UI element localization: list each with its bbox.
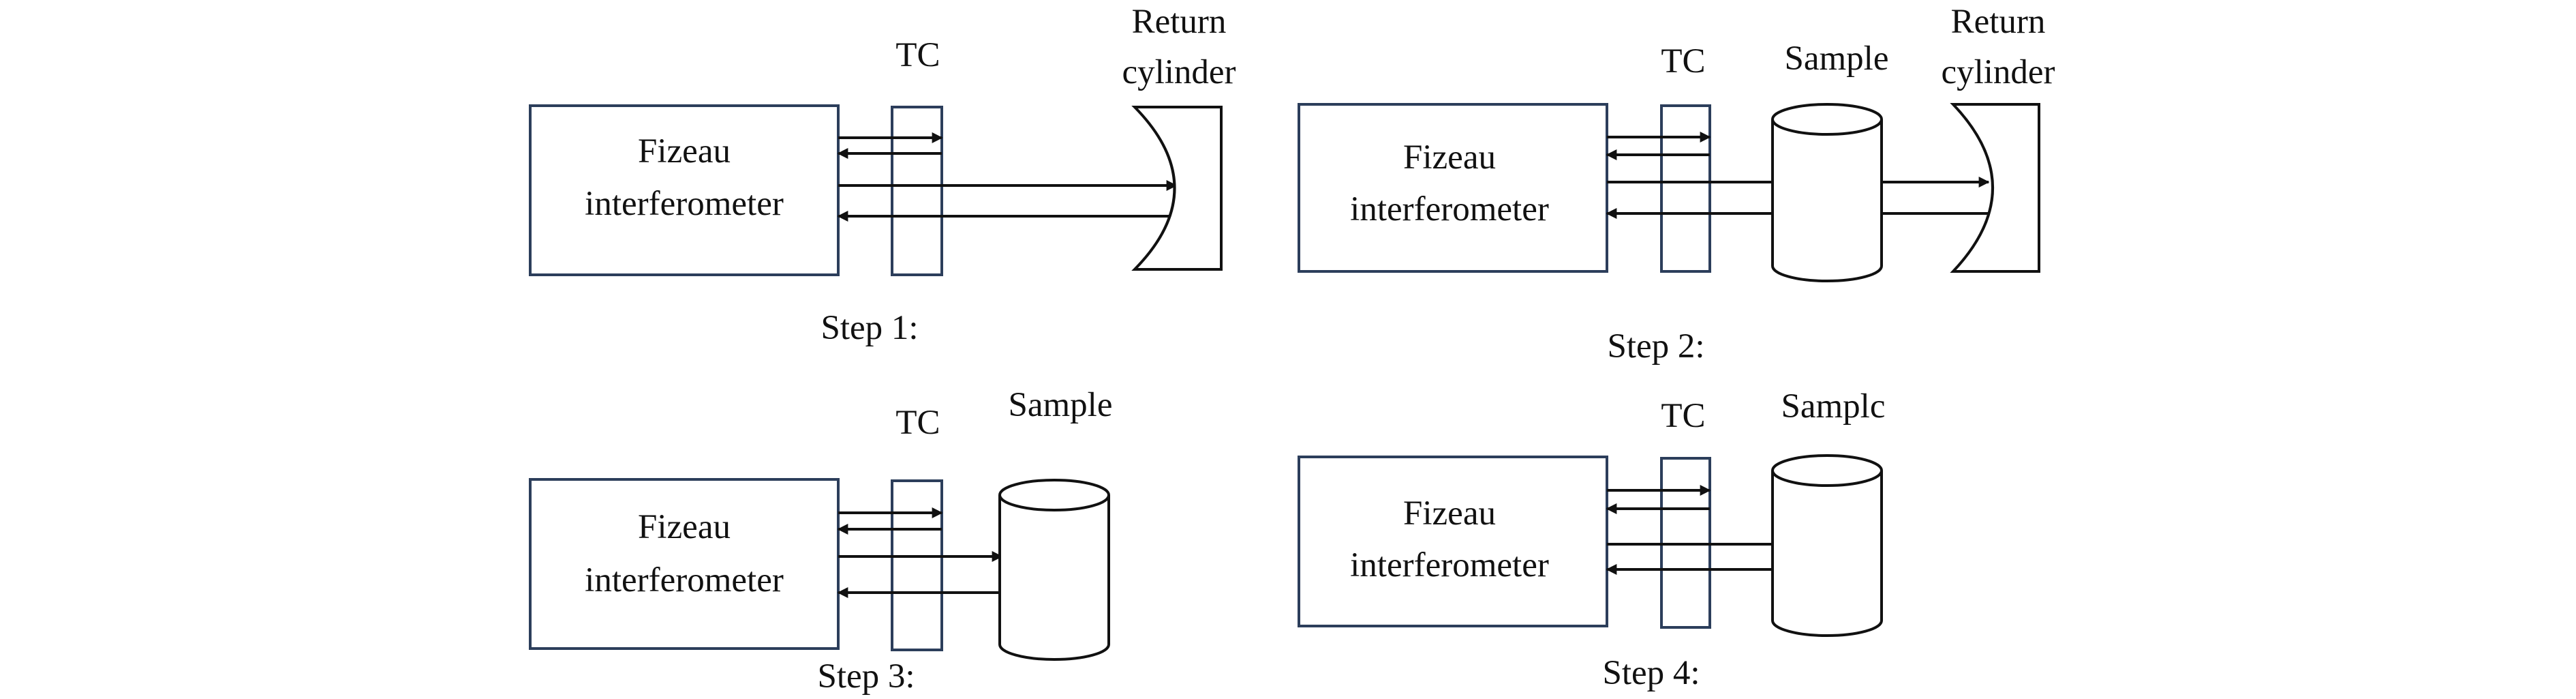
step-4-caption: Step 4: <box>1602 654 1700 692</box>
step-4-panel: Fizeau interferometer TC Samplc Step 4: <box>1298 387 1886 692</box>
interferometer-label-line1: Fizeau <box>638 508 731 546</box>
sample-cylinder <box>1771 454 1883 637</box>
tc-label: TC <box>1661 42 1705 80</box>
step-1-panel: Fizeau interferometer TC Return cylinder… <box>529 3 1236 347</box>
return-cylinder-label-line2: cylinder <box>1941 53 2055 91</box>
return-cylinder-label-line2: cylinder <box>1122 53 1236 91</box>
step-1-caption: Step 1: <box>821 309 918 347</box>
tc-plate <box>1660 104 1711 273</box>
sample-label: Sample <box>1009 386 1113 424</box>
interferometer-label-line1: Fizeau <box>638 132 731 170</box>
interferometer-box <box>529 478 840 650</box>
tc-label: TC <box>895 36 940 74</box>
sample-cylinder <box>998 479 1110 661</box>
step-2-panel: Fizeau interferometer TC Sample Return c… <box>1298 3 2055 366</box>
tc-plate <box>891 106 943 276</box>
interferometer-label-line2: interferometer <box>1350 190 1549 228</box>
interferometer-box <box>1298 456 1608 627</box>
interferometer-label-line2: interferometer <box>585 561 784 599</box>
interferometer-label-line1: Fizeau <box>1403 494 1496 533</box>
tc-plate <box>891 479 943 651</box>
interferometer-box <box>1298 103 1608 273</box>
step-3-caption: Step 3: <box>817 657 915 696</box>
sample-label: Samplc <box>1781 387 1886 426</box>
sample-cylinder <box>1771 103 1883 282</box>
return-cylinder-shape <box>1950 103 2040 273</box>
return-cylinder-label-line1: Return <box>1132 3 1227 41</box>
tc-label: TC <box>1661 397 1705 435</box>
interferometer-box <box>529 104 840 276</box>
sample-label: Sample <box>1785 40 1889 78</box>
step-2-caption: Step 2: <box>1607 327 1704 366</box>
interferometer-label-line1: Fizeau <box>1403 138 1496 177</box>
return-cylinder-label-line1: Return <box>1951 3 2046 41</box>
step-3-panel: Fizeau interferometer TC Sample Step 3: <box>529 386 1113 696</box>
tc-label: TC <box>895 404 940 442</box>
interferometer-label-line2: interferometer <box>1350 546 1549 584</box>
return-cylinder-shape <box>1131 106 1223 271</box>
interferometer-label-line2: interferometer <box>585 185 784 223</box>
